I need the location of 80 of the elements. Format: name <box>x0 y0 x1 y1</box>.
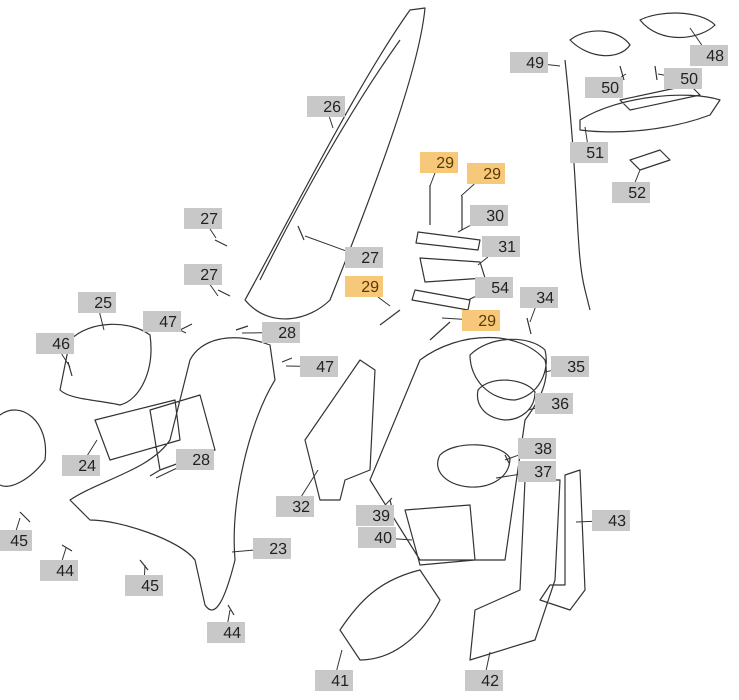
callout-number: 44 <box>40 560 78 581</box>
callout-number: 29 <box>467 163 505 184</box>
callout-number: 27 <box>184 208 222 229</box>
leader-line <box>478 256 488 266</box>
leader-line <box>99 312 104 330</box>
callout-number: 50 <box>585 77 623 98</box>
leader-line <box>61 354 70 368</box>
leader-line <box>232 550 254 552</box>
leader-line <box>286 366 300 367</box>
leader-line <box>180 330 186 334</box>
callout-number: 41 <box>315 670 353 691</box>
leader-line <box>242 332 262 334</box>
leader-line <box>548 64 560 66</box>
callout-number: 51 <box>570 142 608 163</box>
leader-line <box>584 126 588 142</box>
leader-line <box>658 74 664 76</box>
callout-number: 31 <box>482 236 520 257</box>
callout-number: 38 <box>518 438 556 459</box>
leader-line <box>378 296 390 306</box>
leader-line <box>576 520 592 522</box>
callout-number: 48 <box>690 45 728 66</box>
leader-line <box>144 564 146 576</box>
callout-number: 26 <box>307 96 345 117</box>
callout-number: 24 <box>62 455 100 476</box>
leader-line <box>442 318 462 320</box>
callout-number: 45 <box>0 530 32 551</box>
leader-line <box>486 652 490 670</box>
leader-line <box>384 498 392 506</box>
callout-number: 46 <box>36 333 74 354</box>
leader-line <box>227 610 230 622</box>
callout-number: 42 <box>465 670 503 691</box>
leader-line <box>690 28 702 46</box>
leader-line <box>528 408 536 410</box>
leader-line <box>634 170 640 182</box>
leader-line <box>530 308 536 322</box>
callout-number: 44 <box>207 622 245 643</box>
leader-line <box>156 468 176 478</box>
leader-line <box>620 74 626 78</box>
callout-number: 28 <box>176 449 214 470</box>
callout-number: 47 <box>300 356 338 377</box>
callout-number: 23 <box>253 538 291 559</box>
leader-line <box>304 236 346 252</box>
callout-number: 40 <box>358 527 396 548</box>
leader-line <box>16 518 20 530</box>
leader-line <box>301 470 318 496</box>
callout-number: 32 <box>276 496 314 517</box>
leader-line <box>336 650 342 670</box>
leader-line <box>468 296 476 300</box>
callout-number: 54 <box>475 277 513 298</box>
callout-number: 29 <box>462 310 500 331</box>
callout-number: 27 <box>184 264 222 285</box>
leader-line <box>544 370 552 372</box>
leader-line <box>396 538 412 540</box>
callout-number: 43 <box>592 510 630 531</box>
leader-line <box>87 440 98 456</box>
leader-line <box>504 454 518 460</box>
callout-number: 39 <box>356 505 394 526</box>
callout-number: 37 <box>518 461 556 482</box>
callout-number: 50 <box>664 68 702 89</box>
callout-number: 52 <box>612 182 650 203</box>
leader-line <box>210 284 218 296</box>
callout-number: 30 <box>470 205 508 226</box>
callout-number: 47 <box>143 311 181 332</box>
callout-number: 36 <box>535 393 573 414</box>
callout-number: 27 <box>345 247 383 268</box>
callout-number: 29 <box>420 152 458 173</box>
leader-line <box>328 116 334 128</box>
leader-line <box>460 184 475 196</box>
leader-line <box>430 172 436 186</box>
callout-number: 25 <box>78 292 116 313</box>
callout-number: 49 <box>510 52 548 73</box>
leader-line <box>496 474 518 478</box>
callout-number: 29 <box>345 276 383 297</box>
callout-number: 28 <box>262 322 300 343</box>
leader-line <box>210 228 216 238</box>
callout-number: 45 <box>125 575 163 596</box>
callout-number: 34 <box>520 287 558 308</box>
leader-line <box>62 548 66 560</box>
leader-line <box>458 225 470 232</box>
callout-number: 35 <box>551 356 589 377</box>
